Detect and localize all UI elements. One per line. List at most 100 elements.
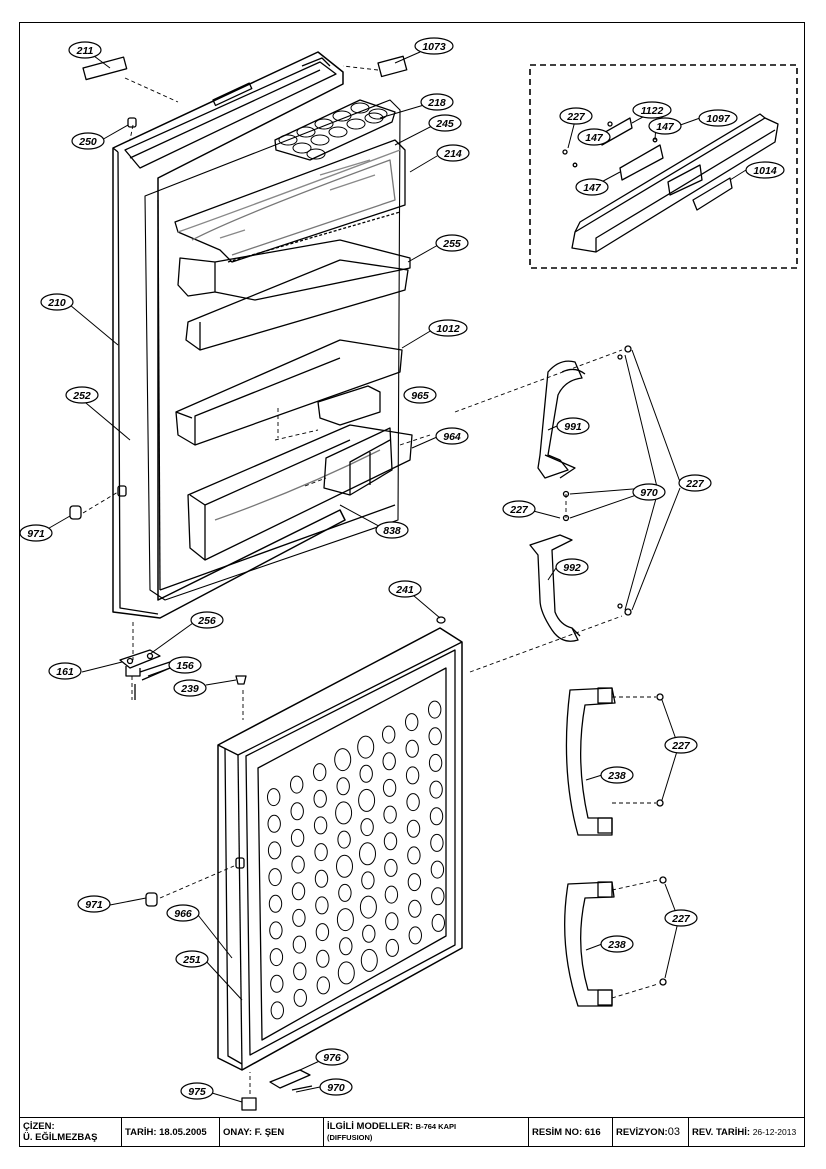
- door-hole: [337, 830, 351, 849]
- door-hole: [405, 766, 420, 785]
- door-hole: [430, 860, 445, 879]
- door-hole: [359, 764, 373, 783]
- callout-label: 250: [78, 136, 97, 148]
- revision-value: 03: [667, 1125, 680, 1138]
- callout-971a: 971: [19, 524, 53, 542]
- dairy-shelf: [174, 139, 406, 263]
- callout-label: 965: [411, 390, 429, 402]
- door-hole: [290, 775, 304, 794]
- callout-label: 161: [56, 666, 74, 678]
- callout-label: 241: [395, 584, 414, 596]
- door-hole: [362, 924, 376, 943]
- door-hole: [384, 885, 399, 904]
- door-hole: [337, 961, 355, 985]
- callout-238b: 238: [600, 935, 634, 953]
- callout-964: 964: [435, 427, 469, 445]
- approval-value: ONAY: F. ŞEN: [223, 1126, 285, 1138]
- door-hole: [407, 846, 421, 865]
- egg-tray: [274, 99, 396, 161]
- callout-218: 218: [420, 93, 454, 111]
- callout-label: 147: [656, 121, 675, 133]
- callout-label: 971: [27, 528, 45, 540]
- callout-label: 227: [509, 504, 529, 516]
- lower-door: [145, 616, 463, 1111]
- door-hole: [382, 778, 397, 797]
- door-hole: [293, 988, 307, 1007]
- bottle-shelf: [187, 424, 413, 561]
- callout-838: 838: [375, 521, 409, 539]
- callout-label: 1073: [422, 41, 446, 53]
- door-hole: [428, 700, 442, 719]
- callout-label: 218: [427, 97, 446, 109]
- door-hole: [313, 763, 327, 782]
- door-hole: [358, 788, 376, 812]
- callout-251: 251: [175, 950, 209, 968]
- door-hole: [383, 805, 397, 824]
- door-hole: [316, 949, 330, 968]
- door-hole: [292, 908, 306, 927]
- callout-245: 245: [428, 114, 462, 132]
- callout-label: 214: [443, 148, 462, 160]
- callout-256: 256: [190, 611, 224, 629]
- callout-label: 156: [176, 660, 194, 672]
- callout-976: 976: [315, 1048, 349, 1066]
- callout-966: 966: [166, 904, 200, 922]
- door-hole: [270, 1001, 284, 1020]
- callout-label: 1012: [436, 323, 460, 335]
- assembly-lines: [82, 65, 659, 1094]
- callout-227c: 227: [664, 736, 698, 754]
- door-hole: [430, 833, 444, 852]
- door-hole: [335, 801, 353, 825]
- door-hole: [408, 926, 422, 945]
- door-hole: [268, 868, 282, 887]
- pin-971-upper: [69, 505, 82, 520]
- door-hole: [431, 913, 445, 932]
- callout-147c: 147: [575, 178, 609, 196]
- door-hole: [428, 753, 443, 772]
- door-hole: [360, 818, 374, 837]
- door-hole: [360, 948, 378, 972]
- callout-970b: 970: [319, 1078, 353, 1096]
- revision-date-label: REV. TARİHİ:: [692, 1126, 751, 1138]
- door-hole: [385, 912, 399, 931]
- door-hole: [336, 777, 350, 796]
- door-hole: [313, 816, 328, 835]
- callout-1073: 1073: [414, 37, 454, 55]
- callout-1122: 1122: [632, 101, 672, 119]
- callout-label: 147: [583, 182, 602, 194]
- door-hole: [385, 938, 399, 957]
- callout-211: 211: [68, 41, 102, 59]
- door-hole: [359, 895, 377, 919]
- callout-238a: 238: [600, 766, 634, 784]
- callout-label: 991: [564, 421, 582, 433]
- drawn-by-value: Ü. EĞİLMEZBAŞ: [23, 1132, 98, 1143]
- door-hole: [336, 908, 354, 932]
- door-hole: [361, 871, 375, 890]
- handle-238-upper: [565, 687, 664, 836]
- callout-970a: 970: [632, 483, 666, 501]
- callout-label: 838: [383, 525, 401, 537]
- door-hole: [314, 869, 329, 888]
- door-hole: [268, 894, 283, 913]
- door-hole: [267, 841, 282, 860]
- handle-238-lower: [564, 876, 667, 1007]
- callout-label: 255: [442, 238, 461, 250]
- egg-holder: [317, 385, 393, 496]
- callout-label: 256: [197, 615, 216, 627]
- callout-label: 1122: [641, 105, 664, 117]
- drawn-by-cell: ÇİZEN: Ü. EĞİLMEZBAŞ: [20, 1118, 122, 1146]
- callout-label: 970: [640, 487, 658, 499]
- door-hole: [338, 883, 352, 902]
- door-shelf-upper: [177, 239, 411, 351]
- callout-971b: 971: [77, 895, 111, 913]
- callout-975: 975: [180, 1082, 214, 1100]
- door-hole: [382, 752, 396, 771]
- door-hole: [407, 873, 422, 892]
- door-hole: [269, 948, 284, 967]
- revision-label: REVİZYON:: [616, 1126, 668, 1138]
- approval-cell: ONAY: F. ŞEN: [220, 1118, 324, 1146]
- revision-date-value: 26-12-2013: [752, 1126, 797, 1137]
- door-hole: [405, 739, 419, 758]
- callout-239: 239: [173, 679, 207, 697]
